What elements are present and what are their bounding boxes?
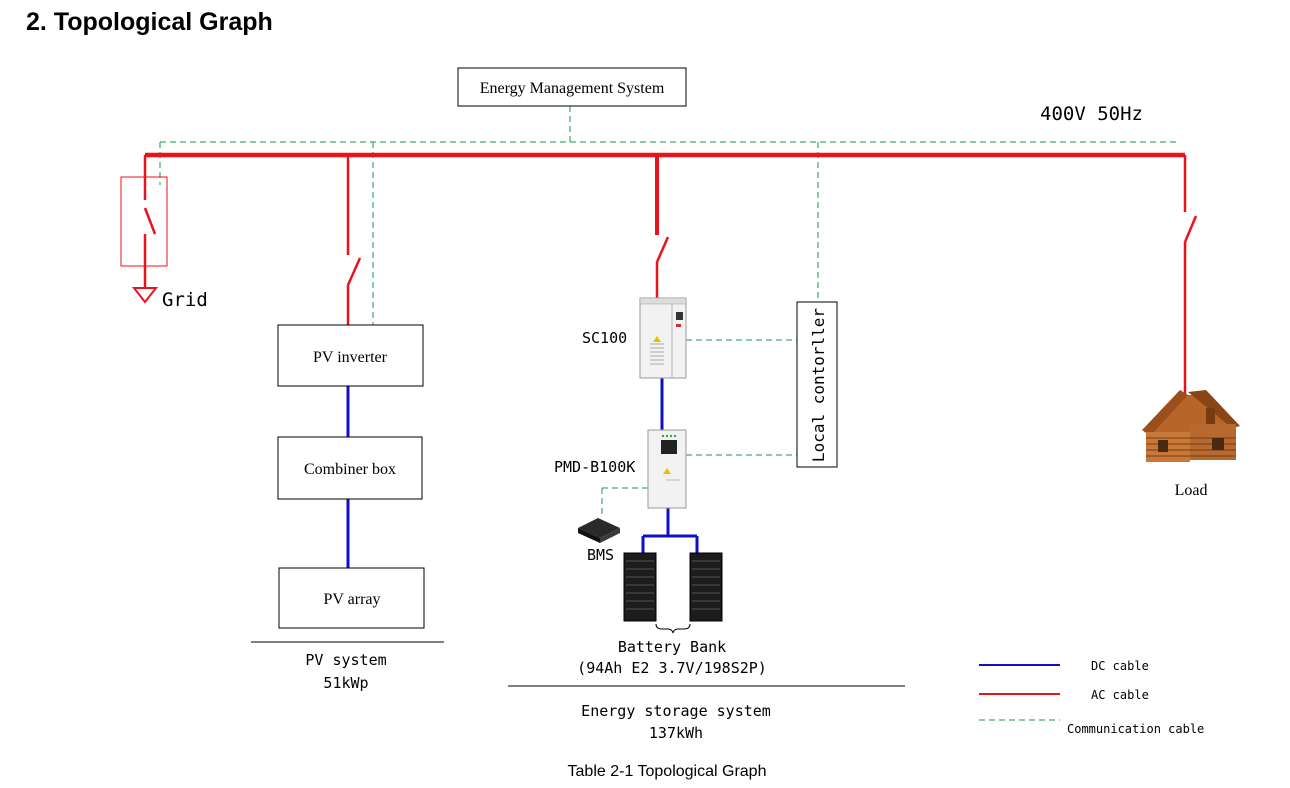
ess-label: Energy storage system: [581, 702, 771, 720]
bms-label: BMS: [587, 546, 614, 564]
grid-label: Grid: [162, 289, 208, 311]
dc-cables: [346, 378, 699, 568]
battery-bank-label: Battery Bank: [618, 638, 726, 656]
pv-inverter-box: PV inverter: [277, 324, 424, 387]
legend-dc-label: DC cable: [1091, 659, 1149, 673]
pv-system-capacity: 51kWp: [323, 674, 368, 692]
communication-cables: [159, 106, 1180, 518]
local-controller-label: Local contorller: [809, 308, 828, 462]
pmd-cabinet: [647, 429, 687, 509]
battery-rack-right: [689, 552, 723, 622]
combiner-box: Combiner box: [277, 436, 423, 500]
legend-comm-label: Communication cable: [1067, 722, 1204, 736]
pv-inverter-label: PV inverter: [313, 349, 388, 366]
pv-system-label: PV system: [305, 651, 386, 669]
ess-capacity: 137kWh: [649, 724, 703, 742]
pv-array-box: PV array: [278, 567, 425, 629]
grid-breaker-box: [120, 176, 168, 267]
ac-cables: [120, 152, 1198, 405]
battery-rack-left: [623, 552, 657, 622]
combiner-label: Combiner box: [304, 461, 396, 478]
ems-box: Energy Management System: [457, 67, 687, 107]
legend-ac-label: AC cable: [1091, 688, 1149, 702]
battery-bank-spec: (94Ah E2 3.7V/198S2P): [577, 659, 767, 677]
local-controller-box: Local contorller: [796, 301, 838, 468]
sc100-cabinet: [639, 297, 687, 379]
bus-label: 400V 50Hz: [1040, 103, 1143, 125]
sc100-label: SC100: [582, 329, 627, 347]
ems-label: Energy Management System: [480, 80, 665, 97]
figure-caption: Table 2-1 Topological Graph: [568, 763, 767, 780]
battery-brace: [655, 623, 691, 634]
pmd-label: PMD-B100K: [554, 458, 635, 476]
legend: DC cable AC cable Communication cable: [979, 659, 1204, 736]
load-label: Load: [1175, 482, 1208, 499]
page-title: 2. Topological Graph: [26, 8, 273, 36]
pv-array-label: PV array: [323, 591, 380, 608]
load-house-icon: [1142, 390, 1240, 462]
bms-device: [578, 518, 620, 543]
